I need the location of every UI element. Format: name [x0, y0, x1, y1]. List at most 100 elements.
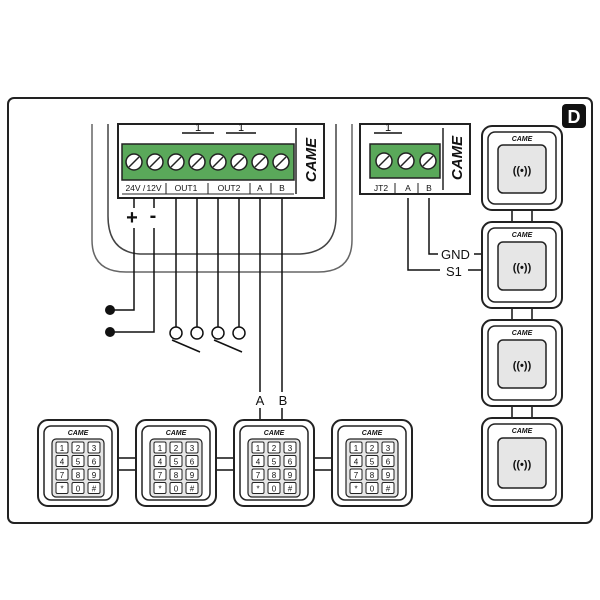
keypad-key — [251, 482, 265, 494]
keypad-key — [251, 468, 265, 481]
keypad-key-label: 3 — [92, 444, 97, 453]
keypad-key — [283, 441, 297, 454]
keypad-key-label: 0 — [272, 485, 277, 494]
keypad-key-label: 0 — [76, 485, 81, 494]
power-terminal-dot — [105, 327, 115, 337]
plus-sign: + — [126, 207, 138, 229]
second-board-brand: CAME — [449, 135, 466, 180]
keypad-key — [169, 482, 183, 494]
power-wires — [112, 198, 155, 333]
terminal-screw — [209, 153, 227, 171]
rfid-wave-icon: ((•)) — [513, 165, 532, 177]
second-label-b: B — [426, 183, 432, 193]
bracket-label-out2: 1 — [238, 122, 244, 134]
minus-sign: - — [150, 205, 157, 227]
keypad-key — [283, 482, 297, 494]
keypad-key — [251, 441, 265, 454]
second-terminal-screws — [375, 152, 437, 170]
rfid-reader: CAME ((•)) — [481, 319, 563, 407]
terminal-label-24v: 24V — [125, 183, 140, 193]
terminal-label-b: B — [279, 183, 285, 193]
keypad-key — [87, 482, 101, 494]
power-terminal-dot — [105, 305, 115, 315]
keypad-key-label: 5 — [370, 458, 375, 467]
keypad-key-label: 1 — [60, 444, 65, 453]
keypad-key-label: 4 — [158, 458, 163, 467]
keypad-brand: CAME — [264, 430, 285, 437]
keypad-key-label: # — [92, 485, 97, 494]
reader-brand: CAME — [512, 136, 533, 143]
keypad-key-label: * — [60, 485, 63, 494]
keypad-key — [153, 441, 167, 454]
keypad-key — [251, 455, 265, 467]
terminal-screw — [167, 153, 185, 171]
reader-brand: CAME — [512, 232, 533, 239]
terminal-label-dividers — [165, 183, 272, 194]
control-board-inner-outline — [107, 124, 337, 255]
keypad-key — [185, 441, 199, 454]
keypad-key — [349, 455, 363, 467]
keypad-key — [87, 455, 101, 467]
reader-brand: CAME — [512, 330, 533, 337]
reader-brand: CAME — [512, 428, 533, 435]
keypad-key-label: 9 — [190, 471, 195, 480]
main-terminal-screws — [125, 153, 290, 171]
keypad-key — [283, 455, 297, 467]
rfid-reader: CAME ((•)) — [481, 221, 563, 309]
keypad-key-label: 0 — [370, 485, 375, 494]
out1-switch-contact — [169, 326, 204, 353]
keypad-key — [87, 468, 101, 481]
keypad-key-label: 3 — [386, 444, 391, 453]
keypad-key-label: * — [158, 485, 161, 494]
keypad-key — [283, 468, 297, 481]
keypad-key-label: 6 — [386, 458, 391, 467]
keypad-key — [55, 468, 69, 481]
keypad-key — [267, 455, 281, 467]
panel-badge — [562, 104, 586, 128]
keypad-key — [55, 482, 69, 494]
panel-badge-label: D — [568, 107, 581, 127]
terminal-label-12v: 12V — [146, 183, 161, 193]
terminal-screw — [146, 153, 164, 171]
keypad-key-label: 9 — [288, 471, 293, 480]
keypad-key-label: 2 — [370, 444, 375, 453]
out2-switch-contact — [211, 326, 246, 353]
terminal-screw — [375, 152, 393, 170]
keypad-key-label: 8 — [76, 471, 81, 480]
keypad-key-label: 2 — [272, 444, 277, 453]
bracket-label-second: 1 — [385, 122, 391, 134]
reader-wires — [407, 198, 482, 271]
keypad-key-label: 8 — [174, 471, 179, 480]
keypad-key — [381, 482, 395, 494]
keypad-key-label: 2 — [76, 444, 81, 453]
keypad-key — [185, 468, 199, 481]
keypad-key-label: 7 — [354, 471, 359, 480]
rfid-wave-icon: ((•)) — [513, 459, 532, 471]
terminal-label-out2: OUT2 — [218, 183, 241, 193]
bus-label-a: A — [256, 393, 265, 408]
keypad-key — [381, 441, 395, 454]
keypad-brand: CAME — [166, 430, 187, 437]
keypad-key-label: 5 — [272, 458, 277, 467]
keypad-key-label: * — [256, 485, 259, 494]
second-label-dividers — [394, 183, 419, 194]
keypad-key-label: 4 — [354, 458, 359, 467]
rfid-reader: CAME ((•)) — [481, 125, 563, 211]
keypad-key-label: # — [190, 485, 195, 494]
control-board-outline — [91, 124, 353, 273]
reader-links — [511, 210, 533, 418]
keypad-key — [365, 468, 379, 481]
keypad-key-label: 1 — [158, 444, 163, 453]
bus-wires — [259, 198, 283, 424]
keypad-key-label: 2 — [174, 444, 179, 453]
keypad-key-label: 8 — [272, 471, 277, 480]
main-board-brand: CAME — [303, 137, 320, 182]
keypad-brand: CAME — [362, 430, 383, 437]
keypad-key — [169, 441, 183, 454]
keypad-key-label: 6 — [190, 458, 195, 467]
keypad-key-label: 1 — [256, 444, 261, 453]
keypad-key-label: 7 — [256, 471, 261, 480]
terminal-screw — [397, 152, 415, 170]
